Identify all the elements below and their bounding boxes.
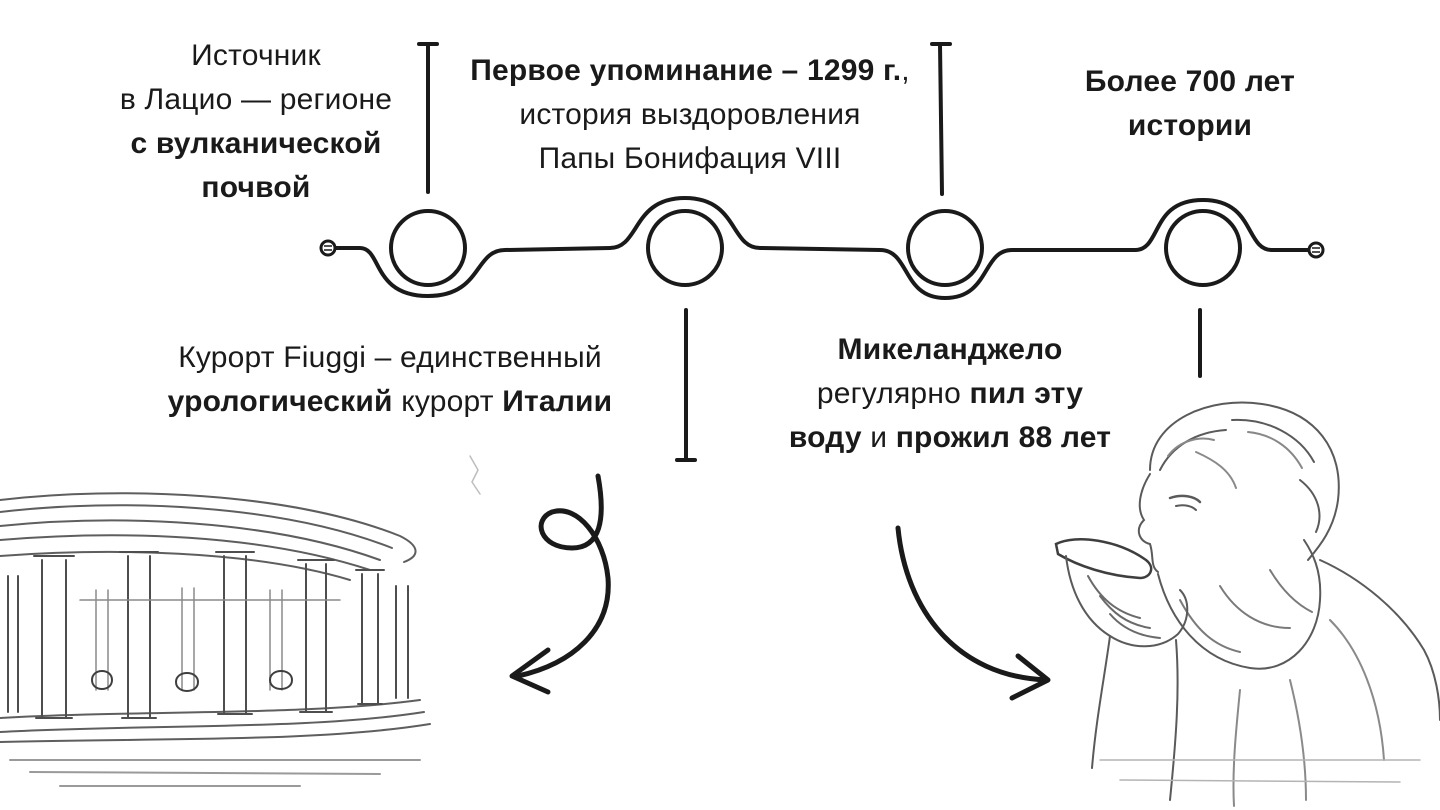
bold-text: Более 700 лет: [1084, 65, 1296, 98]
arrow-to-michelangelo: [895, 525, 1049, 683]
node-4: [1164, 209, 1242, 287]
event-line: урологический курорт Италии: [100, 380, 680, 424]
bold-text: Италии: [502, 385, 613, 418]
event-source: Источник в Лацио — регионе с вулканической…: [56, 34, 456, 210]
node-3: [906, 209, 984, 287]
event-history: Более 700 лет истории: [1020, 60, 1360, 148]
bold-text: урологический: [167, 385, 393, 418]
event-line: воду и прожил 88 лет: [740, 416, 1160, 460]
bold-text: воду: [788, 421, 862, 454]
node-1: [389, 209, 467, 287]
bold-text: Микеланджело: [837, 333, 1063, 366]
text: Источник: [191, 39, 321, 72]
event-line: в Лацио — регионе: [56, 78, 456, 122]
event-line: истории: [1020, 104, 1360, 148]
event-line: регулярно пил эту: [740, 372, 1160, 416]
event-resort: Курорт Fiuggi – единственный урологически…: [100, 336, 680, 424]
event-line: Папы Бонифация VIII: [430, 137, 950, 181]
man-drinking-sketch: [1054, 401, 1440, 807]
bold-text: почвой: [201, 171, 311, 204]
bold-text: Первое упоминание – 1299 г.: [470, 54, 902, 87]
end-cap-right: [1307, 241, 1325, 259]
text: и: [861, 421, 896, 454]
colonnade-sketch: [0, 455, 481, 787]
text: Папы Бонифация VIII: [538, 142, 842, 175]
event-first-mention: Первое упоминание – 1299 г., история вызд…: [430, 49, 950, 181]
text: в Лацио — регионе: [119, 83, 393, 116]
stem-first-mention: [938, 42, 944, 196]
event-line: Микеланджело: [740, 328, 1160, 372]
event-line: почвой: [56, 166, 456, 210]
text: курорт: [392, 385, 503, 418]
arrow-head-left: [509, 647, 551, 695]
event-line: Первое упоминание – 1299 г.,: [430, 49, 950, 93]
event-line: Источник: [56, 34, 456, 78]
bold-text: прожил 88 лет: [895, 421, 1112, 454]
text: Курорт Fiuggi – единственный: [178, 341, 602, 374]
node-2: [646, 209, 724, 287]
bold-text: истории: [1127, 109, 1253, 142]
bold-text: с вулканической: [130, 127, 382, 160]
event-line: история выздоровления: [430, 93, 950, 137]
end-cap-left: [319, 239, 337, 257]
text: регулярно: [816, 377, 970, 410]
text: история выздоровления: [519, 98, 861, 131]
text: ,: [901, 54, 910, 87]
bold-text: пил эту: [969, 377, 1084, 410]
timeline-line: [333, 196, 1310, 300]
arrow-to-colonnade: [515, 473, 611, 679]
arrow-head-right: [1009, 653, 1051, 701]
event-line: Курорт Fiuggi – единственный: [100, 336, 680, 380]
event-line: Более 700 лет: [1020, 60, 1360, 104]
event-line: с вулканической: [56, 122, 456, 166]
